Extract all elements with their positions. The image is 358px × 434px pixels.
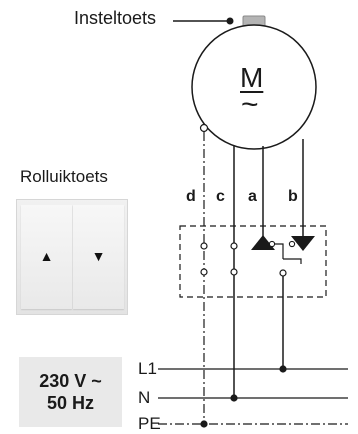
- motor-circle: [191, 24, 317, 150]
- rocker-down-half: ▼: [73, 205, 124, 309]
- motor-wave-symbol: ~: [241, 88, 259, 121]
- wire-label-d: d: [186, 188, 196, 205]
- line-label-n: N: [138, 388, 151, 407]
- terminal-d-bottom: [200, 268, 208, 276]
- rocker-up-half: ▲: [21, 205, 72, 309]
- rocker-up-arrow-icon: ▲: [39, 248, 54, 264]
- down-direction-triangle: [291, 236, 315, 251]
- terminal-c-bottom: [230, 268, 238, 276]
- supply-box: 230 V ~ 50 Hz: [19, 357, 122, 427]
- supply-frequency: 50 Hz: [46, 393, 95, 413]
- contact-down: [288, 240, 296, 248]
- junction-pe: [200, 420, 208, 428]
- insteltoets-label: Insteltoets: [74, 8, 157, 28]
- line-label-pe: PE: [138, 414, 161, 433]
- terminal-c-top: [230, 242, 238, 250]
- up-direction-triangle: [251, 235, 275, 250]
- motor-symbol: M: [240, 62, 264, 93]
- wire-label-c: c: [216, 188, 225, 205]
- terminal-d-top: [200, 242, 208, 250]
- supply-voltage: 230 V ~: [39, 370, 102, 391]
- terminal-l1-switch: [279, 269, 287, 277]
- junction-l1: [279, 365, 287, 373]
- switch-common-arm: [275, 243, 284, 259]
- rocker-switch: ▲ ▼: [16, 199, 128, 315]
- switch-lever: [283, 258, 302, 264]
- wire-label-b: b: [288, 188, 298, 205]
- contact-up: [268, 240, 276, 248]
- insteltoets-leader-dot: [226, 17, 234, 25]
- wire-label-a: a: [248, 188, 257, 205]
- rocker-down-arrow-icon: ▼: [91, 248, 106, 264]
- line-label-l1: L1: [138, 359, 157, 378]
- junction-n: [230, 394, 238, 402]
- switch-box-outline: [179, 225, 327, 298]
- rolluiktoets-label: Rolluiktoets: [20, 167, 108, 186]
- motor-earth-terminal: [199, 123, 209, 133]
